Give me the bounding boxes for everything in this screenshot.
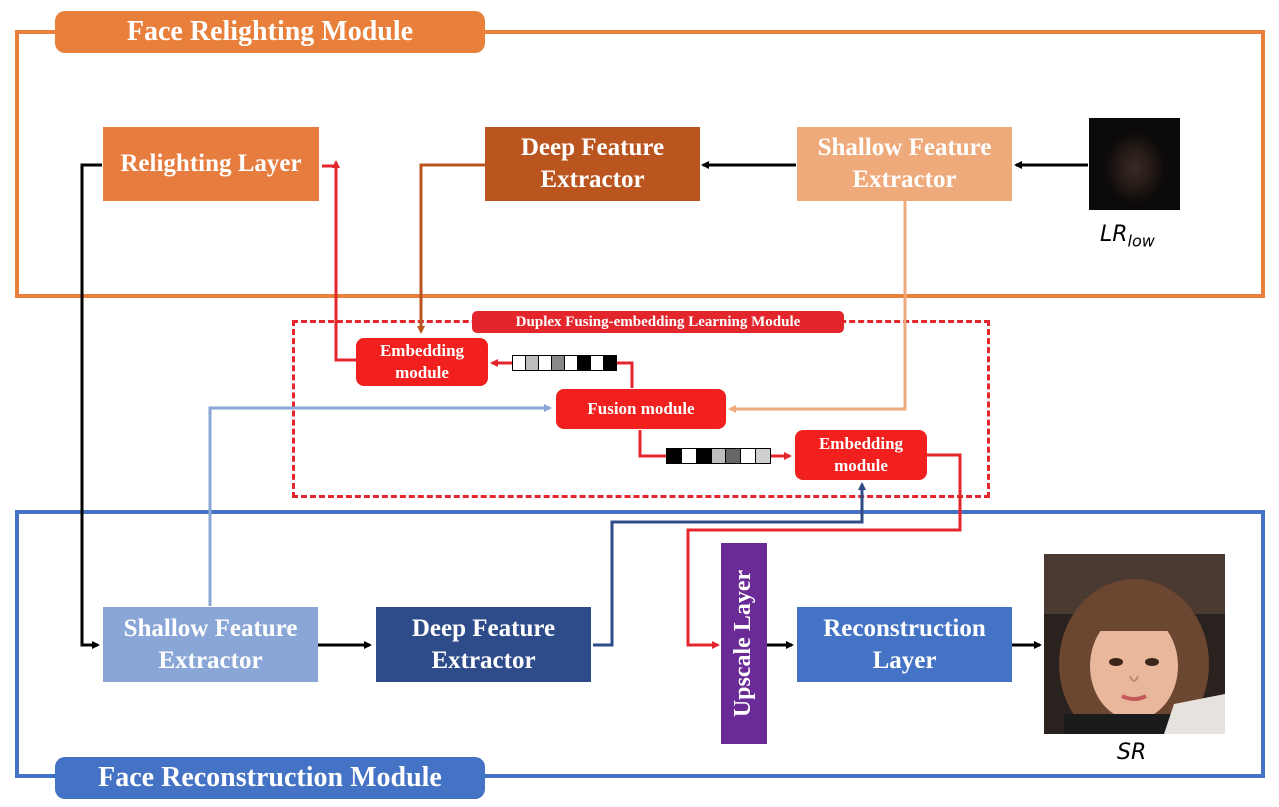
feature-vector-bottom-cell	[726, 449, 742, 463]
input-label-sub: low	[1127, 231, 1155, 251]
deep-feature-extractor-bottom-line1: Deep Feature	[411, 614, 556, 642]
feature-vector-top-cell	[513, 356, 526, 370]
input-label: LRlow	[1100, 222, 1155, 250]
shallow-feature-extractor-top-line1: Shallow Feature	[817, 134, 992, 161]
upscale-layer-label: Upscale Layer	[730, 569, 757, 718]
feature-vector-top-cell	[591, 356, 604, 370]
feature-vector-top-cell	[578, 356, 591, 370]
feature-vector-top-cell	[552, 356, 565, 370]
upscale-layer: Upscale Layer	[721, 543, 767, 744]
relighting-module-title: Face Relighting Module	[55, 11, 485, 53]
arrow-embedding-to-relighting	[322, 164, 356, 362]
fusing-module-title: Duplex Fusing-embedding Learning Module	[472, 311, 844, 333]
reconstruction-layer-line2: Layer	[872, 646, 937, 674]
feature-vector-bottom-cell	[711, 449, 727, 463]
sr-output-image	[1044, 554, 1225, 734]
embedding-module-top-line1: Embedding	[379, 341, 465, 360]
deep-feature-extractor-top-line2: Extractor	[540, 166, 645, 193]
fusion-module-label: Fusion module	[587, 399, 695, 418]
relighting-layer: Relighting Layer	[103, 127, 319, 201]
low-light-input-image	[1089, 118, 1180, 210]
reconstruction-layer: Reconstruction Layer	[797, 607, 1012, 682]
feature-vector-top-cell	[526, 356, 539, 370]
reconstruction-layer-line1: Reconstruction	[823, 614, 986, 642]
feature-vector-top	[512, 355, 617, 371]
feature-vector-bottom-cell	[756, 449, 771, 463]
embedding-module-top: Embedding module	[356, 338, 488, 386]
deep-feature-extractor-bottom-line2: Extractor	[431, 646, 536, 674]
feature-vector-bottom-cell	[681, 449, 697, 463]
shallow-feature-extractor-bottom-line1: Shallow Feature	[123, 614, 298, 642]
deep-feature-extractor-top: Deep Feature Extractor	[485, 127, 700, 201]
relighting-layer-label: Relighting Layer	[120, 150, 302, 177]
arrow-embedding-to-upscale	[686, 453, 962, 649]
arrow-deep-top-to-embedding	[417, 163, 485, 334]
embedding-module-top-line2: module	[395, 363, 449, 382]
embedding-module-bottom: Embedding module	[795, 430, 927, 480]
feature-vector-bottom-cell	[696, 449, 712, 463]
shallow-feature-extractor-top: Shallow Feature Extractor	[797, 127, 1012, 201]
relighting-module-frame	[15, 30, 1265, 298]
feature-vector-top-cell	[604, 356, 616, 370]
embedding-module-bottom-line1: Embedding	[818, 434, 904, 453]
feature-vector-top-cell	[565, 356, 578, 370]
feature-vector-bottom-cell	[741, 449, 757, 463]
arrow-relighting-to-shallow-bottom	[80, 163, 102, 649]
input-label-main: LR	[1100, 222, 1128, 247]
feature-vector-top-cell	[539, 356, 552, 370]
feature-vector-bottom-cell	[667, 449, 682, 463]
embedding-module-bottom-line2: module	[834, 456, 888, 475]
feature-vector-bottom	[666, 448, 771, 464]
reconstruction-module-title: Face Reconstruction Module	[55, 757, 485, 799]
output-label: SR	[1117, 740, 1147, 765]
shallow-feature-extractor-top-line2: Extractor	[852, 166, 957, 193]
shallow-feature-extractor-bottom-line2: Extractor	[158, 646, 263, 674]
arrow-shallow-bottom-to-fusion	[208, 404, 552, 606]
arrow-deep-bottom-to-embedding	[593, 482, 866, 647]
deep-feature-extractor-top-line1: Deep Feature	[520, 134, 665, 161]
arrow-shallow-top-to-fusion	[728, 200, 907, 413]
reconstruction-module-frame	[15, 510, 1265, 778]
fusion-module: Fusion module	[556, 389, 726, 429]
deep-feature-extractor-bottom: Deep Feature Extractor	[376, 607, 591, 682]
shallow-feature-extractor-bottom: Shallow Feature Extractor	[103, 607, 318, 682]
